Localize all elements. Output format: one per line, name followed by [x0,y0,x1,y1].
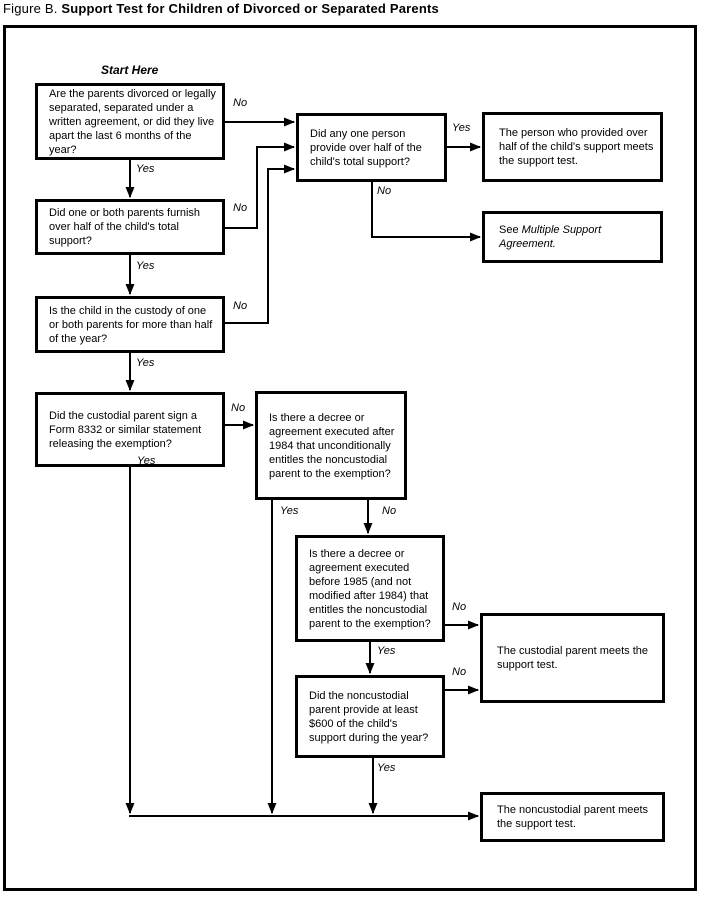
box-parents-half-support: Did one or both parents furnish over hal… [35,199,225,255]
label-mid-yes: Yes [452,122,471,134]
box-noncustodial-600-text: Did the noncustodial parent provide at l… [309,689,429,744]
label-q1-yes: Yes [136,163,155,175]
box-noncustodial-meets-test-text: The noncustodial parent meets the suppor… [497,804,649,830]
label-mid-no: No [377,185,392,197]
connector-q2-no [225,142,295,229]
see-prefix: See [499,224,519,236]
box-see-multiple-support: See Multiple Support Agreement. [482,211,663,263]
box-parents-divorced-text: Are the parents divorced or legally sepa… [49,87,216,156]
label-600-no: No [452,666,467,678]
figure-title-prefix: Figure B. [3,1,58,16]
label-q3-yes: Yes [136,357,155,369]
label-q1-no: No [233,97,248,109]
label-q4-yes: Yes [137,455,156,467]
see-italic: Multiple Support Agreement. [499,224,602,250]
label-b85-yes: Yes [377,645,396,657]
box-person-meets-test: The person who provided over half of the… [482,112,663,182]
box-parents-divorced: Are the parents divorced or legally sepa… [35,83,225,160]
box-form-8332: Did the custodial parent sign a Form 833… [35,392,225,467]
label-a84-yes: Yes [280,505,299,517]
label-q4-no: No [231,402,246,414]
label-q2-yes: Yes [136,260,155,272]
box-any-one-person: Did any one person provide over half of … [296,113,447,182]
label-q2-no: No [233,202,248,214]
box-noncustodial-600: Did the noncustodial parent provide at l… [295,675,445,758]
connector-mid-no [371,182,481,242]
box-see-multiple-support-text: See Multiple Support Agreement. [499,223,655,251]
box-decree-after-1984: Is there a decree or agreement executed … [255,391,407,500]
box-form-8332-text: Did the custodial parent sign a Form 833… [49,409,202,450]
box-decree-before-1985-text: Is there a decree or agreement executed … [309,547,431,630]
box-custody: Is the child in the custody of one or bo… [35,296,225,353]
box-person-meets-test-text: The person who provided over half of the… [499,127,654,167]
box-decree-before-1985: Is there a decree or agreement executed … [295,535,445,642]
box-custodial-meets-test: The custodial parent meets the support t… [480,613,665,703]
figure-title: Figure B. Support Test for Children of D… [3,1,439,16]
label-q3-no: No [233,300,248,312]
label-b85-no: No [452,601,467,613]
box-custody-text: Is the child in the custody of one or bo… [49,304,213,345]
chart-border-frame [3,25,697,891]
box-parents-half-support-text: Did one or both parents furnish over hal… [49,207,201,247]
label-600-yes: Yes [377,762,396,774]
box-noncustodial-meets-test: The noncustodial parent meets the suppor… [480,792,665,842]
box-decree-after-1984-text: Is there a decree or agreement executed … [269,411,395,480]
box-any-one-person-text: Did any one person provide over half of … [310,127,422,168]
figure-title-subject: Support Test for Children of Divorced or… [61,1,439,16]
connector-q3-no [225,164,295,324]
label-a84-no: No [382,505,397,517]
box-custodial-meets-test-text: The custodial parent meets the support t… [497,645,649,671]
start-here-label: Start Here [101,63,159,77]
